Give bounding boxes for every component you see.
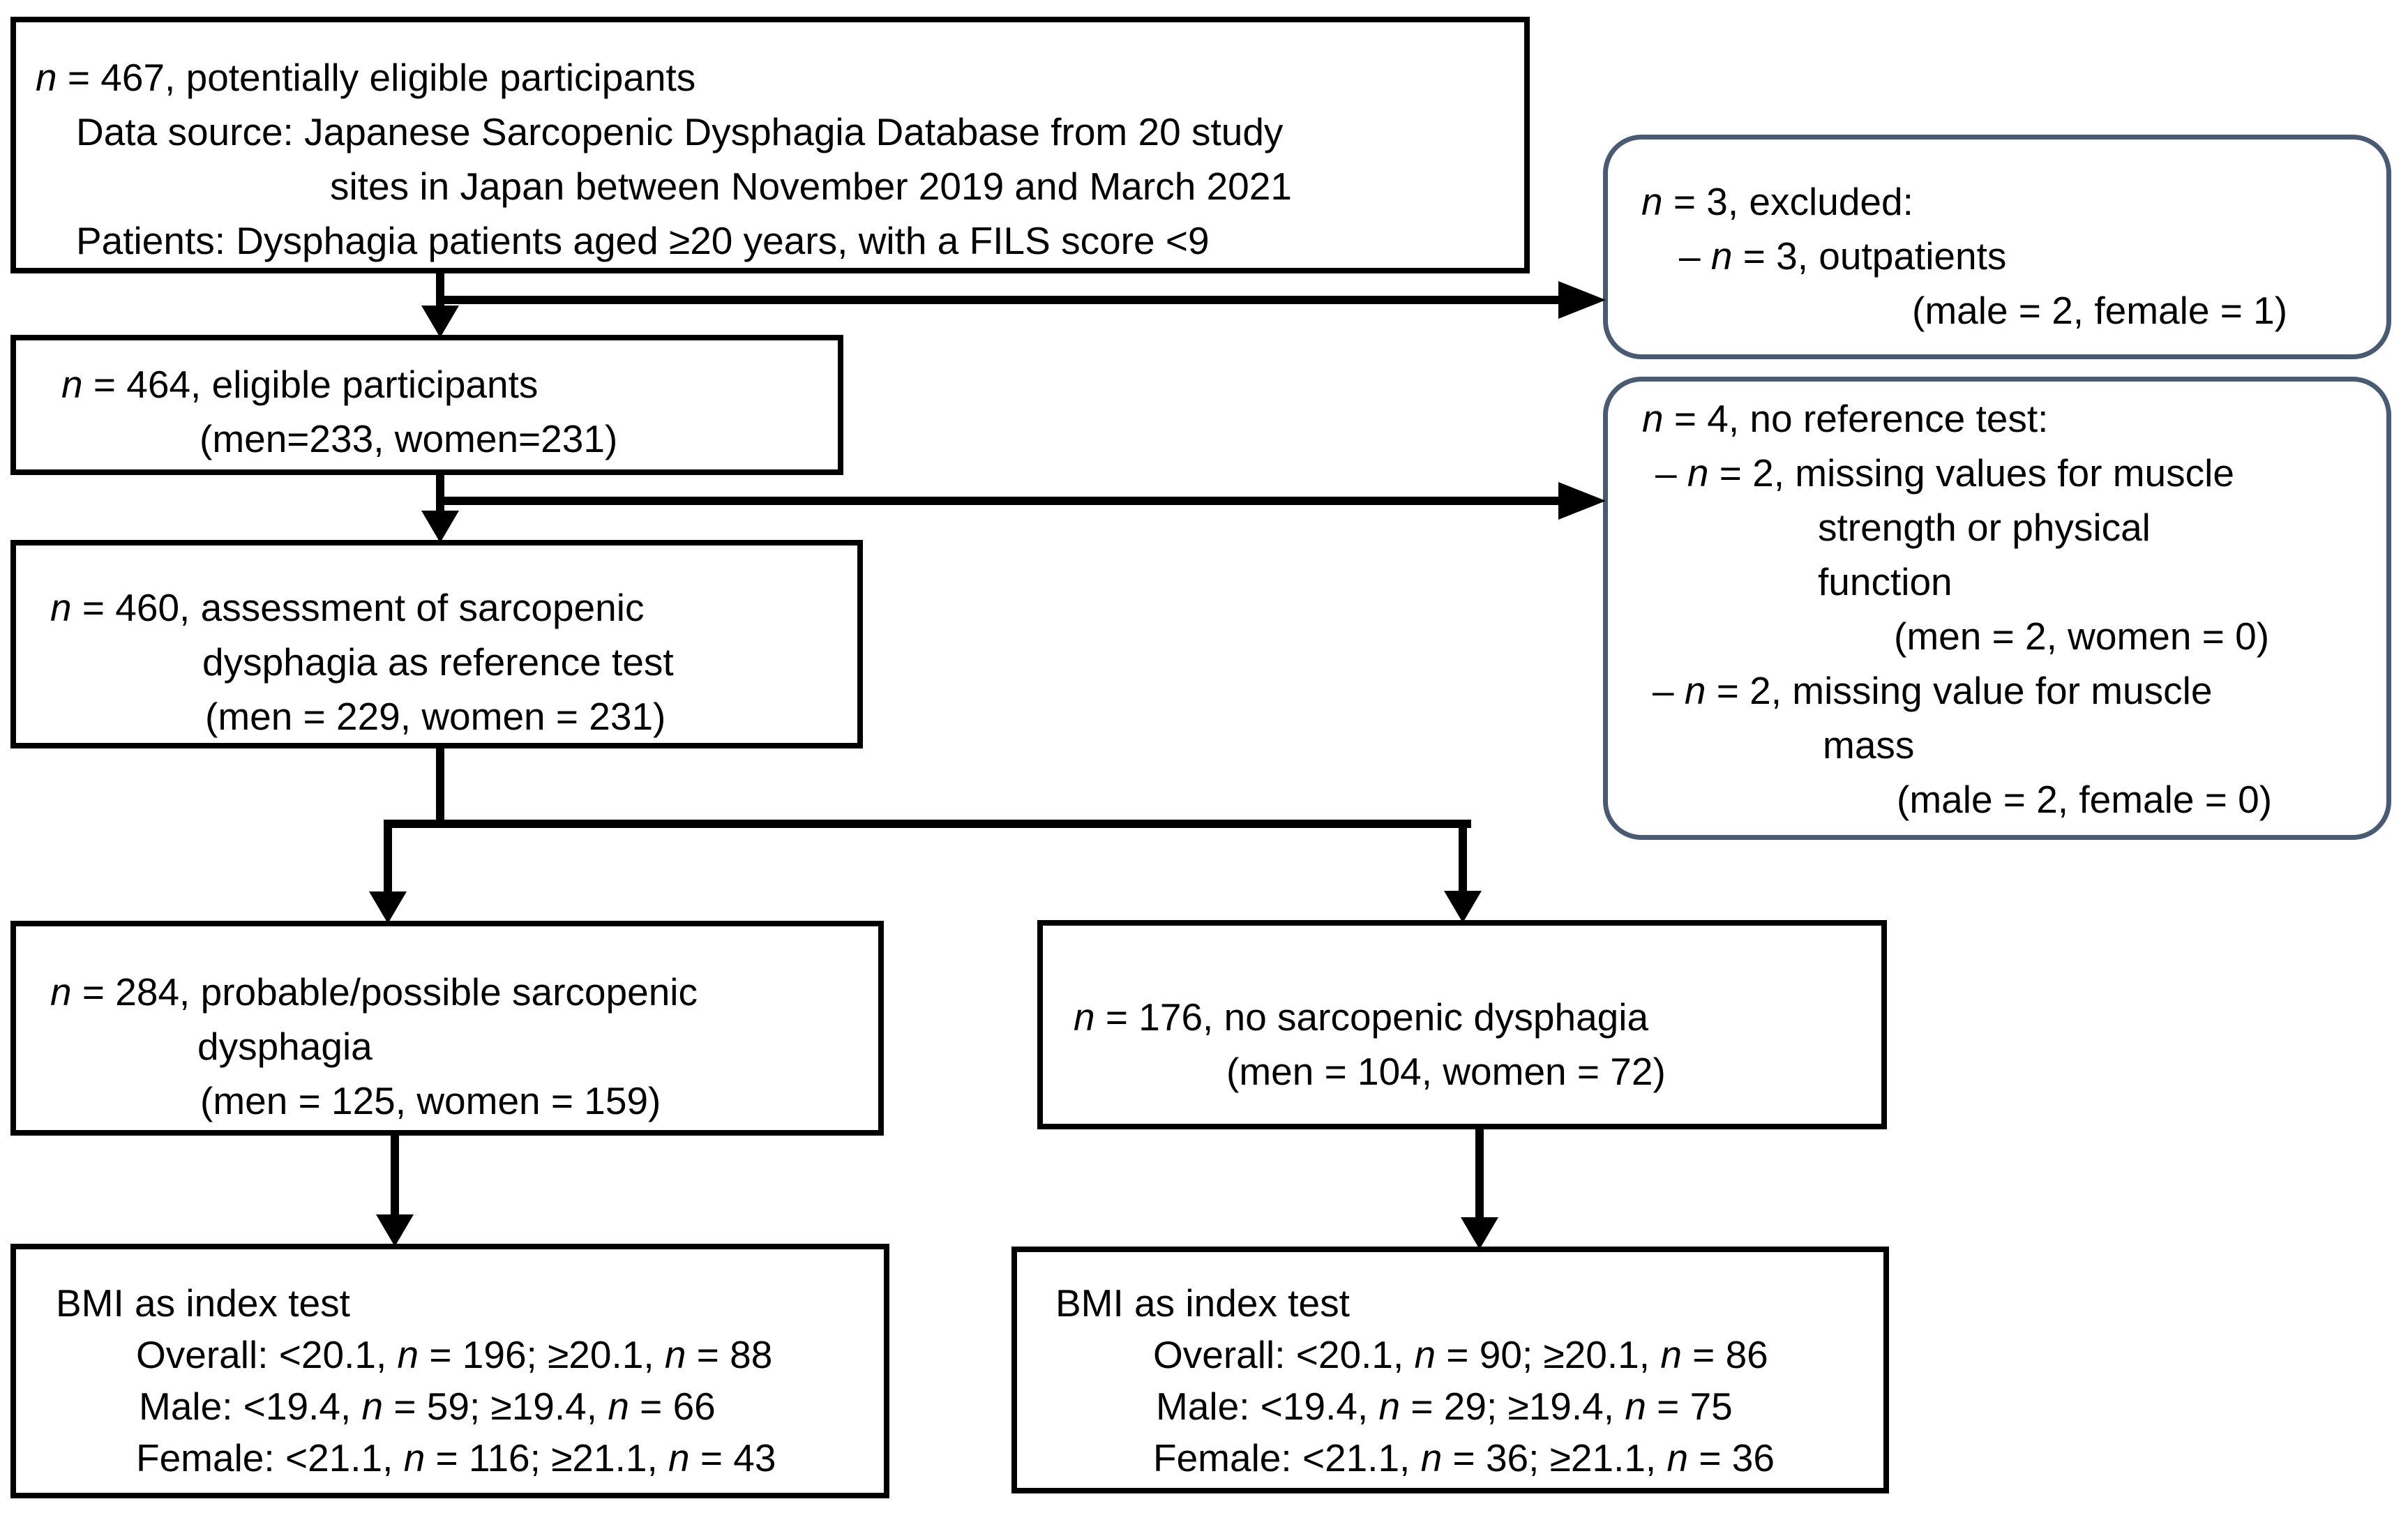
box-line: Overall: <20.1, n = 90; ≥20.1, n = 86 [1153, 1333, 1768, 1376]
arrow-down-icon [421, 306, 459, 338]
arrow-down-icon [369, 891, 407, 924]
box-potentially-eligible-participants: n = 467, potentially eligible participan… [10, 17, 1530, 273]
box-line: – n = 2, missing value for muscle [1653, 669, 2213, 712]
box-line: dysphagia [197, 1025, 373, 1068]
box-bmi-index-test-no-sarcopenic: BMI as index test Overall: <20.1, n = 90… [1011, 1247, 1889, 1493]
connector-box5-bmi [1475, 1129, 1484, 1219]
box-line: Female: <21.1, n = 36; ≥21.1, n = 36 [1153, 1436, 1775, 1480]
connector-branch-excluded [436, 296, 1561, 304]
box-line: (men=233, women=231) [200, 417, 618, 460]
arrow-down-icon [1444, 891, 1482, 923]
box-excluded: n = 3, excluded: – n = 3, outpatients (m… [1603, 135, 2391, 359]
box-line: (men = 229, women = 231) [205, 695, 666, 738]
box-line: mass [1823, 723, 1915, 767]
box-line: (male = 2, female = 0) [1897, 778, 2273, 821]
box-line: (male = 2, female = 1) [1912, 289, 2288, 332]
box-line: – n = 2, missing values for muscle [1655, 451, 2234, 495]
arrow-down-icon [1461, 1217, 1498, 1249]
box-line: dysphagia as reference test [202, 640, 674, 684]
arrow-down-icon [421, 511, 459, 543]
box-line: (men = 2, women = 0) [1894, 615, 2270, 658]
box-line: n = 467, potentially eligible participan… [36, 56, 696, 99]
box-line: strength or physical [1818, 506, 2151, 549]
box-reference-test-assessment: n = 460, assessment of sarcopenic dyspha… [10, 540, 863, 748]
box-line: function [1818, 560, 1952, 603]
box-line: (men = 125, women = 159) [200, 1079, 661, 1122]
connector-split-right [1459, 820, 1467, 892]
box-bmi-index-test-sarcopenic: BMI as index test Overall: <20.1, n = 19… [10, 1244, 889, 1498]
box-line: BMI as index test [1055, 1281, 1350, 1325]
connector-split-left [384, 820, 392, 893]
box-line: n = 460, assessment of sarcopenic [50, 586, 645, 629]
box-line: Male: <19.4, n = 59; ≥19.4, n = 66 [139, 1385, 716, 1428]
box-no-reference-test: n = 4, no reference test: – n = 2, missi… [1603, 377, 2391, 840]
box-line: Female: <21.1, n = 116; ≥21.1, n = 43 [136, 1436, 776, 1480]
box-line: n = 176, no sarcopenic dysphagia [1074, 995, 1649, 1039]
box-sarcopenic-dysphagia: n = 284, probable/possible sarcopenic dy… [10, 921, 884, 1136]
box-line: Data source: Japanese Sarcopenic Dysphag… [76, 110, 1284, 153]
box-no-sarcopenic-dysphagia: n = 176, no sarcopenic dysphagia (men = … [1037, 920, 1887, 1129]
box-line: n = 3, excluded: [1641, 180, 1913, 223]
connector-box3-split [436, 747, 444, 828]
box-eligible-participants: n = 464, eligible participants (men=233,… [10, 335, 843, 475]
connector-split-bar [384, 820, 1471, 828]
arrow-right-icon [1558, 281, 1606, 319]
box-line: Male: <19.4, n = 29; ≥19.4, n = 75 [1156, 1385, 1733, 1428]
box-line: BMI as index test [56, 1281, 350, 1325]
connector-box4-bmi [391, 1135, 399, 1217]
box-line: sites in Japan between November 2019 and… [330, 165, 1292, 208]
box-line: n = 284, probable/possible sarcopenic [50, 970, 698, 1014]
box-line: Patients: Dysphagia patients aged ≥20 ye… [76, 219, 1210, 262]
box-line: n = 4, no reference test: [1642, 397, 2049, 440]
box-line: (men = 104, women = 72) [1226, 1050, 1666, 1093]
connector-branch-no-reference [436, 497, 1561, 505]
box-line: – n = 3, outpatients [1679, 234, 2007, 278]
arrow-down-icon [376, 1214, 414, 1247]
box-line: Overall: <20.1, n = 196; ≥20.1, n = 88 [136, 1333, 773, 1376]
box-line: n = 464, eligible participants [61, 363, 539, 406]
arrow-right-icon [1558, 482, 1606, 520]
connector-box2-box3 [436, 474, 444, 514]
